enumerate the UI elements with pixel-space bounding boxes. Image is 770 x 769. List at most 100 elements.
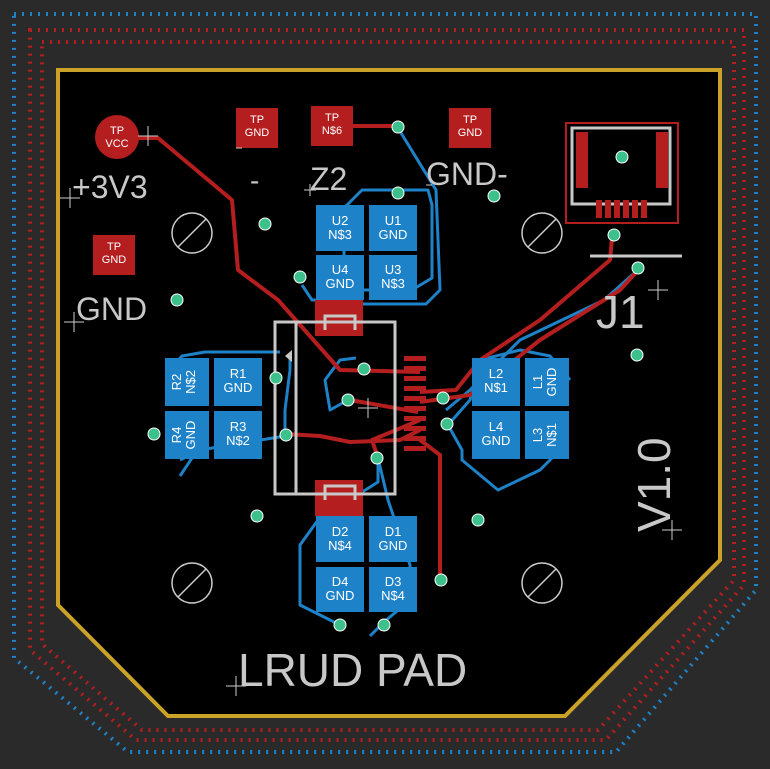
pad-l1[interactable]: L1 GND	[525, 358, 569, 406]
via	[293, 270, 307, 284]
pad-d4[interactable]: D4 GND	[316, 567, 364, 612]
testpoint-gnd-1[interactable]: TP GND	[236, 108, 278, 148]
pad-ref: U4	[332, 262, 349, 277]
board-outline	[56, 68, 722, 718]
pad-net: GND	[379, 227, 408, 242]
testpoint-gnd-2[interactable]: TP GND	[449, 108, 491, 148]
testpoint-gnd-3[interactable]: TP GND	[93, 235, 135, 275]
pad-u3[interactable]: U3 N$3	[369, 255, 417, 300]
via	[250, 509, 264, 523]
pad-group-l: L2 N$1 L1 GND L4 GND L3 N$1	[472, 358, 569, 459]
ic-silkscreen	[273, 320, 397, 496]
pad-l4[interactable]: L4 GND	[472, 411, 520, 459]
tp-label-1: TP	[250, 114, 264, 126]
label-3v3: +3V3	[72, 169, 148, 205]
label-version: V1.0	[628, 437, 680, 532]
pad-d3[interactable]: D3 N$4	[369, 567, 417, 612]
tp-label-1: TP	[107, 241, 121, 253]
via	[377, 618, 391, 632]
pad-r1[interactable]: R1 GND	[214, 358, 262, 406]
pad-ref: L3	[530, 428, 545, 442]
pad-net: GND	[224, 380, 253, 395]
board-title: LRUD PAD	[238, 644, 467, 696]
pad-ref: R2	[169, 374, 184, 391]
via	[269, 371, 283, 385]
mounting-holes	[171, 212, 563, 604]
tp-label-1: TP	[110, 125, 124, 137]
pad-net: GND	[544, 368, 559, 397]
via	[341, 393, 355, 407]
testpoint-vcc[interactable]: TP VCC	[95, 115, 139, 159]
pad-l3[interactable]: L3 N$1	[525, 411, 569, 459]
tp-label-1: TP	[325, 112, 339, 124]
pad-net: N$1	[544, 423, 559, 447]
via	[607, 228, 621, 242]
pad-ref: U1	[385, 213, 402, 228]
label-gnd-minus: GND-	[426, 156, 508, 192]
pad-net: GND	[326, 276, 355, 291]
pad-group-u: U2 N$3 U1 GND U4 GND U3 N$3	[316, 205, 417, 300]
via	[391, 120, 405, 134]
pad-ref: D1	[385, 524, 402, 539]
pad-ref: L2	[489, 366, 503, 381]
testpoint-ns6[interactable]: TP N$6	[311, 106, 353, 146]
via	[436, 391, 450, 405]
tp-label-2: GND	[102, 254, 127, 266]
pad-group-r: R2 N$2 R1 GND R4 GND R3 N$2	[165, 358, 262, 459]
pad-d2[interactable]: D2 N$4	[316, 516, 364, 562]
pad-u2[interactable]: U2 N$3	[316, 205, 364, 251]
pad-ref: D2	[332, 524, 349, 539]
label-j1: J1	[596, 286, 645, 338]
pad-net: N$4	[381, 588, 405, 603]
pad-ref: D4	[332, 574, 349, 589]
pad-net: N$3	[381, 276, 405, 291]
tp-label-1: TP	[463, 114, 477, 126]
tp-label-2: GND	[458, 127, 483, 139]
pad-r3[interactable]: R3 N$2	[214, 411, 262, 459]
via	[357, 362, 371, 376]
pad-net: GND	[482, 433, 511, 448]
pad-d1[interactable]: D1 GND	[369, 516, 417, 562]
pad-net: N$1	[484, 380, 508, 395]
via	[630, 348, 644, 362]
pad-net: N$3	[328, 227, 352, 242]
pad-r2[interactable]: R2 N$2	[165, 358, 209, 406]
origin-marker	[358, 398, 378, 418]
keepout-red-1	[28, 28, 746, 742]
via	[170, 293, 184, 307]
connector-j1	[565, 122, 682, 258]
pad-net: N$2	[226, 433, 250, 448]
via	[370, 451, 384, 465]
via	[434, 573, 448, 587]
via	[333, 618, 347, 632]
via	[391, 186, 405, 200]
pad-ref: L1	[530, 375, 545, 389]
via	[487, 189, 501, 203]
pad-ref: U2	[332, 213, 349, 228]
pad-ref: R1	[230, 366, 247, 381]
pad-ref: R4	[169, 427, 184, 444]
via	[471, 513, 485, 527]
pad-ref: L4	[489, 419, 503, 434]
label-z2: Z2	[310, 161, 347, 197]
pad-ref: D3	[385, 574, 402, 589]
mount-hole	[521, 212, 563, 254]
ic-pin1-marker	[285, 350, 292, 362]
pad-r4[interactable]: R4 GND	[165, 411, 209, 459]
tp-label-2: VCC	[105, 138, 128, 150]
silk-crosshairs	[60, 126, 682, 696]
via	[258, 217, 272, 231]
pad-ref: R3	[230, 419, 247, 434]
pad-ref: U3	[385, 262, 402, 277]
pad-net: GND	[379, 538, 408, 553]
via	[147, 427, 161, 441]
pad-l2[interactable]: L2 N$1	[472, 358, 520, 406]
via	[615, 150, 629, 164]
via	[631, 261, 645, 275]
tp-label-2: GND	[245, 127, 270, 139]
ic-pins	[404, 356, 426, 451]
pad-u1[interactable]: U1 GND	[369, 205, 417, 251]
pad-u4[interactable]: U4 GND	[316, 255, 364, 300]
